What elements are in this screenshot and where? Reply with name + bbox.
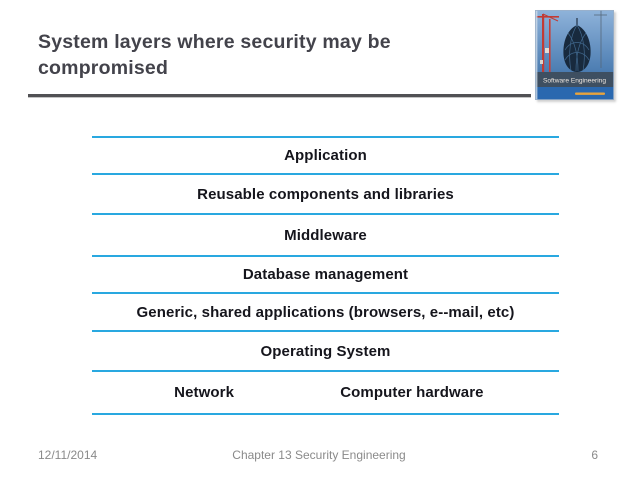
layer-row-application: Application: [92, 136, 559, 173]
layer-label-computer-hardware: Computer hardware: [340, 384, 484, 401]
book-cover: Software Engineering: [535, 10, 614, 100]
cover-border: [535, 10, 614, 100]
layer-row-middleware: Middleware: [92, 213, 559, 255]
footer-date: 12/11/2014: [38, 448, 98, 462]
layer-row-generic-shared-applications: Generic, shared applications (browsers, …: [92, 292, 559, 330]
page-title: System layers where security may be comp…: [38, 29, 508, 81]
crane-line-icon: [594, 10, 607, 68]
gherkin-building-icon: [563, 18, 591, 72]
layer-label: Reusable components and libraries: [197, 185, 454, 203]
crane-icon: [536, 13, 559, 72]
footer-chapter: Chapter 13 Security Engineering: [232, 448, 406, 462]
book-cover-title: Software Engineering: [543, 78, 606, 85]
title-underline: [28, 94, 531, 97]
layer-label: Middleware: [284, 226, 367, 244]
footer-page-number: 6: [591, 448, 598, 462]
page-title-line2: compromised: [38, 57, 169, 79]
layer-label: Operating System: [260, 342, 391, 360]
cover-title-band: [535, 72, 614, 87]
book-cover-art: Software Engineering: [535, 10, 614, 100]
layer-row-reusable-components: Reusable components and libraries: [92, 173, 559, 213]
layer-stack: Application Reusable components and libr…: [92, 136, 559, 415]
layer-label-network: Network: [174, 384, 235, 401]
layer-label: Generic, shared applications (browsers, …: [136, 303, 515, 321]
layer-label: Database management: [242, 266, 409, 283]
layer-label: Application: [284, 147, 367, 164]
book-author-mark: [575, 92, 605, 95]
layer-row-network-hardware: Network Computer hardware: [92, 370, 559, 413]
page-title-line1: System layers where security may be: [38, 31, 391, 53]
cover-spine: [535, 10, 538, 100]
cover-bottom-strip: [535, 87, 614, 100]
layer-row-operating-system: Operating System: [92, 330, 559, 370]
layer-row-database-management: Database management: [92, 255, 559, 292]
